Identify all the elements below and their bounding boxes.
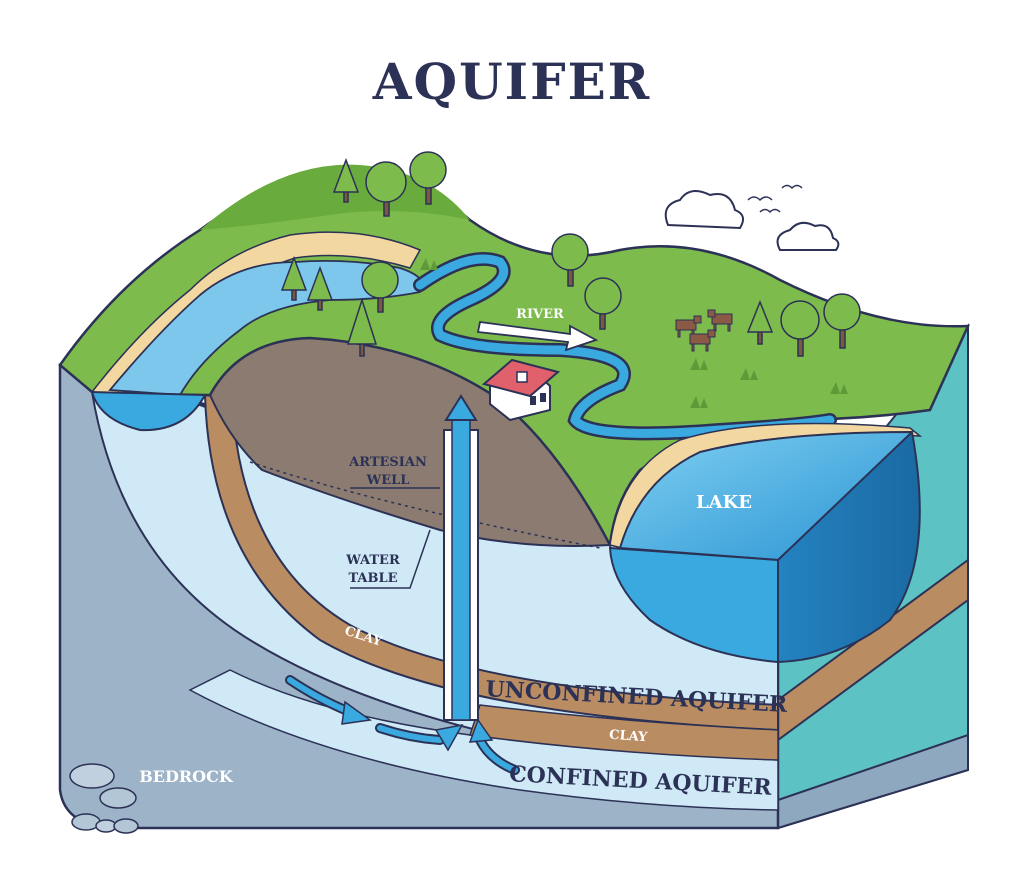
lake-label: LAKE [696, 492, 752, 513]
artesian-well [443, 394, 479, 721]
pine-tree-icon [306, 265, 334, 311]
confined-flow-arrows [285, 675, 520, 775]
house-icon [481, 358, 561, 422]
round-tree-icon [365, 161, 407, 217]
artesian-well-label-2: WELL [366, 473, 410, 488]
pine-tree-icon [346, 297, 378, 357]
lake-side [777, 429, 921, 664]
round-tree-icon [409, 151, 447, 205]
grass-tufts [420, 258, 848, 408]
water-table-label-2: TABLE [348, 571, 397, 586]
pine-tree-icon [746, 299, 774, 345]
bird-icons [747, 184, 803, 214]
cloud-icon [776, 221, 840, 251]
round-tree-icon [551, 233, 589, 287]
pine-tree-icon [332, 157, 360, 203]
round-tree-icon [823, 293, 861, 349]
bedrock-stones [69, 763, 139, 834]
well-up-arrow [444, 394, 478, 421]
water-table-label-1: WATER [345, 553, 400, 568]
water-table-leader [350, 529, 431, 589]
lake-body [608, 546, 779, 664]
page-title: AQUIFER [372, 52, 652, 111]
cow-icon [707, 309, 733, 332]
clay-layer [203, 393, 779, 732]
artesian-well-label-1: ARTESIAN [348, 455, 427, 470]
clay-layer-lower [469, 704, 779, 761]
river-label: RIVER [516, 307, 564, 322]
cloud-icon [664, 190, 745, 230]
pine-tree-icon [280, 255, 308, 301]
round-tree-icon [361, 261, 399, 313]
pond-water [108, 259, 424, 396]
cow-icon [689, 329, 716, 352]
river-flow-arrow [476, 320, 599, 352]
water-table-line [249, 461, 601, 549]
cows [675, 309, 733, 352]
lake-surface [618, 430, 914, 562]
pond-front [90, 390, 207, 432]
bedrock-label: BEDROCK [139, 767, 234, 786]
round-tree-icon [780, 300, 820, 357]
trees [280, 151, 861, 357]
clay-label-lower: CLAY [609, 728, 649, 746]
round-tree-icon [584, 277, 622, 330]
